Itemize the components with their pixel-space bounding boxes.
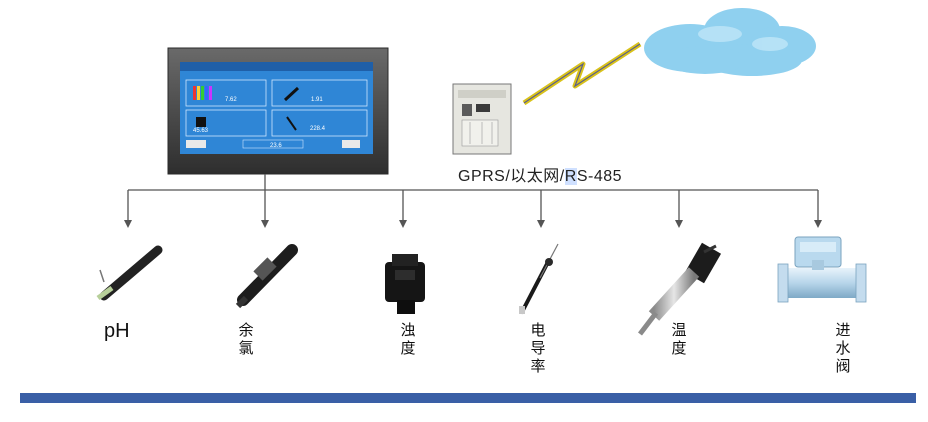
label-temperature: 温 度 — [671, 321, 687, 357]
hmi-value-ph: 7.62 — [225, 97, 237, 103]
label-inlet-valve: 进 水 阀 — [835, 321, 851, 375]
hmi-probe-icon — [283, 86, 300, 102]
cloud-icon — [644, 8, 816, 76]
hmi-value-temp: 23.6 — [270, 143, 282, 149]
gprs-module — [452, 83, 512, 155]
label-residual-chlorine: 余 氯 — [238, 321, 254, 357]
label-conductivity: 电 导 率 — [530, 321, 546, 375]
wireless-lightning — [522, 41, 642, 106]
bus-wiring — [127, 174, 819, 222]
temperature-sensor-icon — [638, 242, 722, 336]
label-turbidity: 浊 度 — [400, 321, 416, 357]
gateway-label-pre: GPRS/以太网/ — [458, 168, 565, 185]
hmi-value-turbidity: 45.63 — [193, 128, 209, 134]
hmi-screen — [180, 62, 373, 154]
ph-probe-icon — [96, 245, 163, 301]
hmi-ph-icon — [193, 86, 212, 100]
gateway-protocol-label: GPRS/以太网/RS-485 — [458, 162, 622, 186]
gateway-label-highlight: R — [564, 168, 577, 185]
hmi-conductivity-icon — [286, 116, 297, 131]
hmi-turbidity-icon — [196, 117, 206, 127]
hmi-value-conductivity: 228.4 — [310, 126, 326, 132]
hmi-value-chlorine: 1.91 — [311, 97, 323, 103]
footer-bar — [20, 393, 916, 403]
turbidity-sensor-icon — [385, 254, 425, 314]
label-ph: pH — [104, 320, 130, 342]
gateway-label-post: S-485 — [576, 168, 623, 185]
hmi-panel: 7.62 1.91 45.63 228.4 23.6 — [167, 47, 389, 175]
chlorine-probe-icon — [235, 244, 298, 309]
inlet-valve-icon — [777, 236, 867, 303]
conductivity-probe-icon — [519, 243, 559, 314]
